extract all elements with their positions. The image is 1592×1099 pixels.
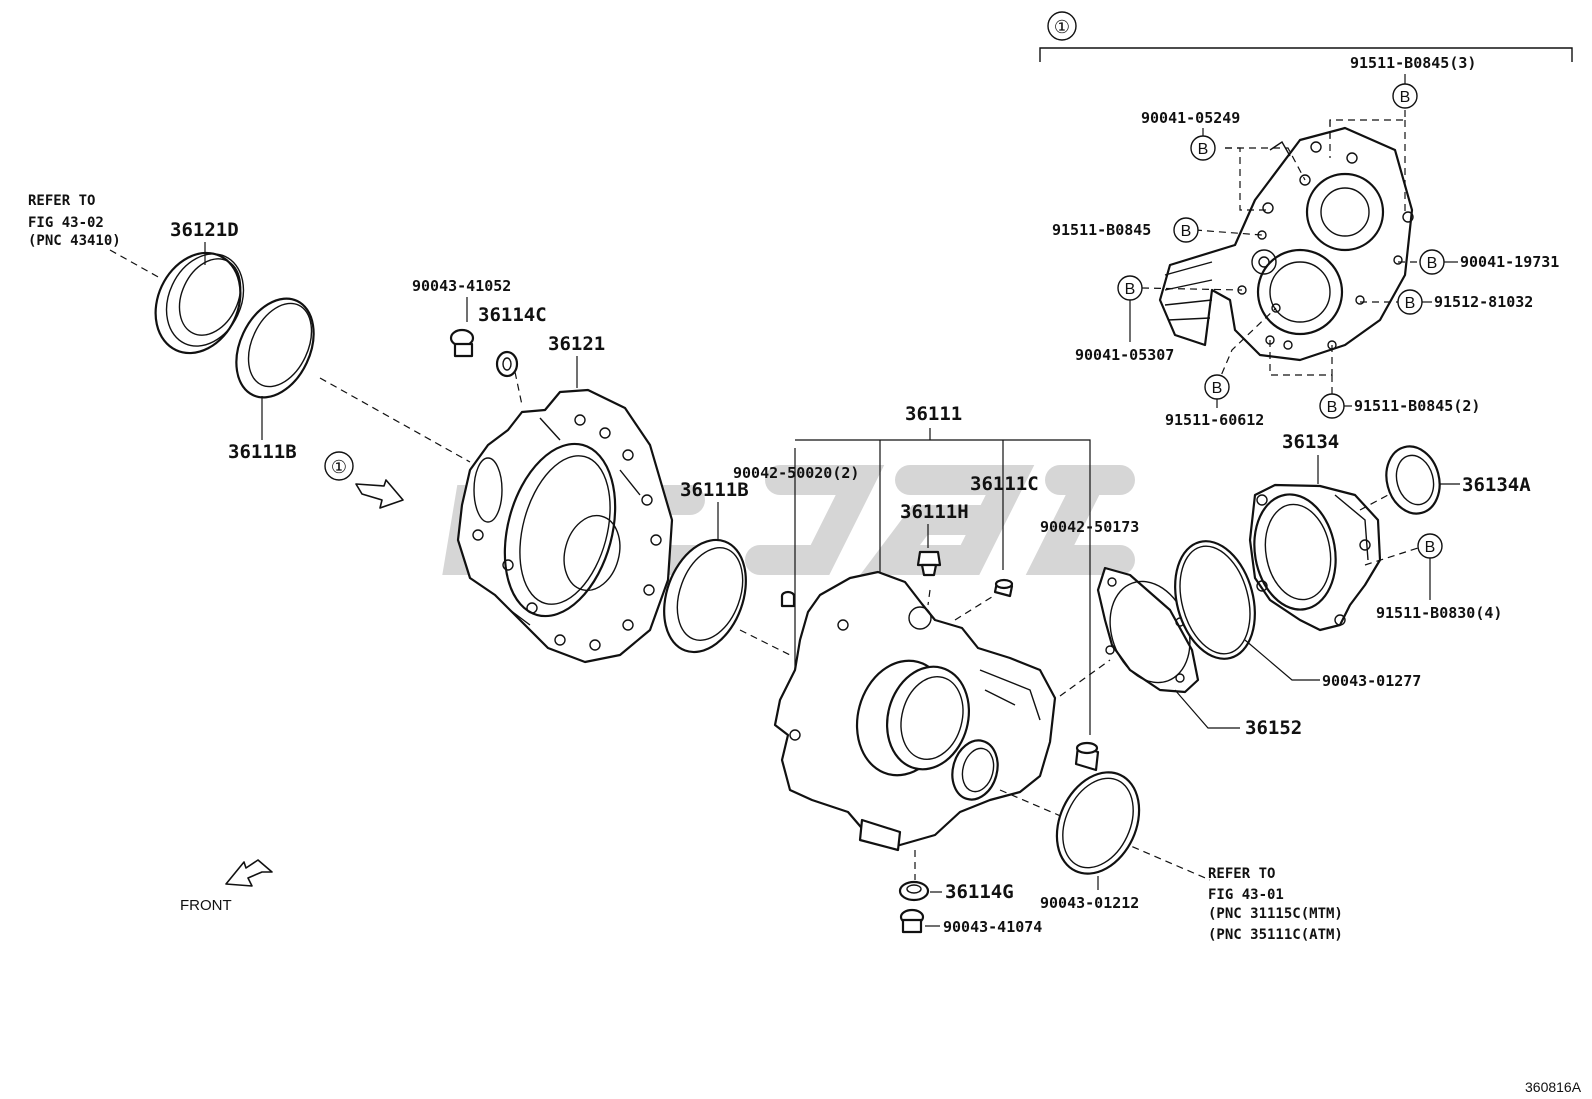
svg-text:FIG 43-02: FIG 43-02 xyxy=(28,215,104,231)
label-90042-50173: 90042-50173 xyxy=(1040,518,1139,536)
label-91511-b0830: 91511-B0830(4) xyxy=(1376,604,1502,622)
label-36111C: 36111C xyxy=(970,473,1039,495)
ref-circle-1: ① xyxy=(324,451,404,509)
label-36111B-left: 36111B xyxy=(228,441,297,463)
bolt-marker-b xyxy=(1190,135,1216,161)
text-refer-top-left: REFER TO FIG 43-02 (PNC 43410) xyxy=(28,193,121,249)
svg-text:(PNC 43410): (PNC 43410) xyxy=(28,233,121,249)
pin-36111C xyxy=(993,578,1014,598)
svg-text:B: B xyxy=(1198,141,1209,158)
label-36152: 36152 xyxy=(1245,717,1302,739)
label-90042-50020: 90042-50020(2) xyxy=(733,464,859,482)
label-90043-41052: 90043-41052 xyxy=(412,277,511,295)
oring-90043-01277 xyxy=(1174,540,1256,660)
label-36121D: 36121D xyxy=(170,219,239,241)
label-36134A: 36134A xyxy=(1462,474,1531,496)
seal-36121D xyxy=(154,251,245,355)
label-front: FRONT xyxy=(180,897,232,914)
label-90041-05307: 90041-05307 xyxy=(1075,346,1174,364)
seal-36111B-mid xyxy=(663,538,747,654)
svg-text:B: B xyxy=(1427,255,1438,272)
detail-labels: 91511-B0845(3) B 90041-05249 B 91511-B08… xyxy=(1052,54,1559,429)
svg-text:(PNC 31115C(MTM): (PNC 31115C(MTM) xyxy=(1208,906,1343,922)
housing-36121 xyxy=(456,388,674,664)
label-36121: 36121 xyxy=(548,333,605,355)
bolt-marker-b xyxy=(1173,217,1199,243)
svg-text:FIG 43-01: FIG 43-01 xyxy=(1208,887,1284,903)
label-36114G: 36114G xyxy=(945,881,1014,903)
label-91511-60612: 91511-60612 xyxy=(1165,411,1264,429)
front-arrow-icon xyxy=(225,859,273,887)
bolt-marker-b xyxy=(1392,83,1418,109)
svg-text:B: B xyxy=(1425,539,1436,556)
washer-36114C xyxy=(495,350,519,378)
plug-90043-41052 xyxy=(449,328,475,358)
plug-90043-41074 xyxy=(899,908,925,934)
label-90043-01212: 90043-01212 xyxy=(1040,894,1139,912)
label-36111B-mid: 36111B xyxy=(680,479,749,501)
detail-leaders xyxy=(1141,110,1420,400)
svg-text:①: ① xyxy=(1054,17,1070,37)
svg-text:B: B xyxy=(1212,380,1223,397)
label-90043-41074: 90043-41074 xyxy=(943,918,1042,936)
housing-36134 xyxy=(1248,483,1382,632)
svg-text:B: B xyxy=(1327,399,1338,416)
detail-case xyxy=(1158,126,1414,362)
seal-36111B-left xyxy=(235,297,315,399)
label-90043-01277: 90043-01277 xyxy=(1322,672,1421,690)
svg-text:B: B xyxy=(1400,89,1411,106)
label-36111: 36111 xyxy=(905,403,962,425)
label-91511-b0845-2: 91511-B0845(2) xyxy=(1354,397,1480,415)
housing-36111 xyxy=(773,570,1100,852)
breather-36111H xyxy=(916,550,942,577)
label-36114C: 36114C xyxy=(478,304,547,326)
pin-90042-50020 xyxy=(780,590,796,608)
figure-id: 360816A xyxy=(1525,1079,1582,1095)
seal-36134A xyxy=(1385,445,1441,515)
label-91511-b0845-3: 91511-B0845(3) xyxy=(1350,54,1476,72)
label-90041-19731: 90041-19731 xyxy=(1460,253,1559,271)
label-36111H: 36111H xyxy=(900,501,969,523)
washer-36114G xyxy=(898,880,930,902)
oring-90043-01212 xyxy=(1055,771,1141,875)
svg-text:REFER TO: REFER TO xyxy=(1208,866,1275,882)
leader-refer xyxy=(109,249,161,279)
svg-text:REFER TO: REFER TO xyxy=(28,193,95,209)
label-91512-81032: 91512-81032 xyxy=(1434,293,1533,311)
svg-text:B: B xyxy=(1405,295,1416,312)
svg-text:B: B xyxy=(1181,223,1192,240)
svg-text:B: B xyxy=(1125,281,1136,298)
detail-bracket: ① xyxy=(1039,11,1573,62)
label-90041-05249: 90041-05249 xyxy=(1141,109,1240,127)
label-36134: 36134 xyxy=(1282,431,1339,453)
svg-text:①: ① xyxy=(331,457,347,477)
text-refer-bottom-right: REFER TO FIG 43-01 (PNC 31115C(MTM) (PNC… xyxy=(1208,866,1343,943)
svg-text:(PNC 35111C(ATM): (PNC 35111C(ATM) xyxy=(1208,927,1343,943)
label-91511-b0845: 91511-B0845 xyxy=(1052,221,1151,239)
